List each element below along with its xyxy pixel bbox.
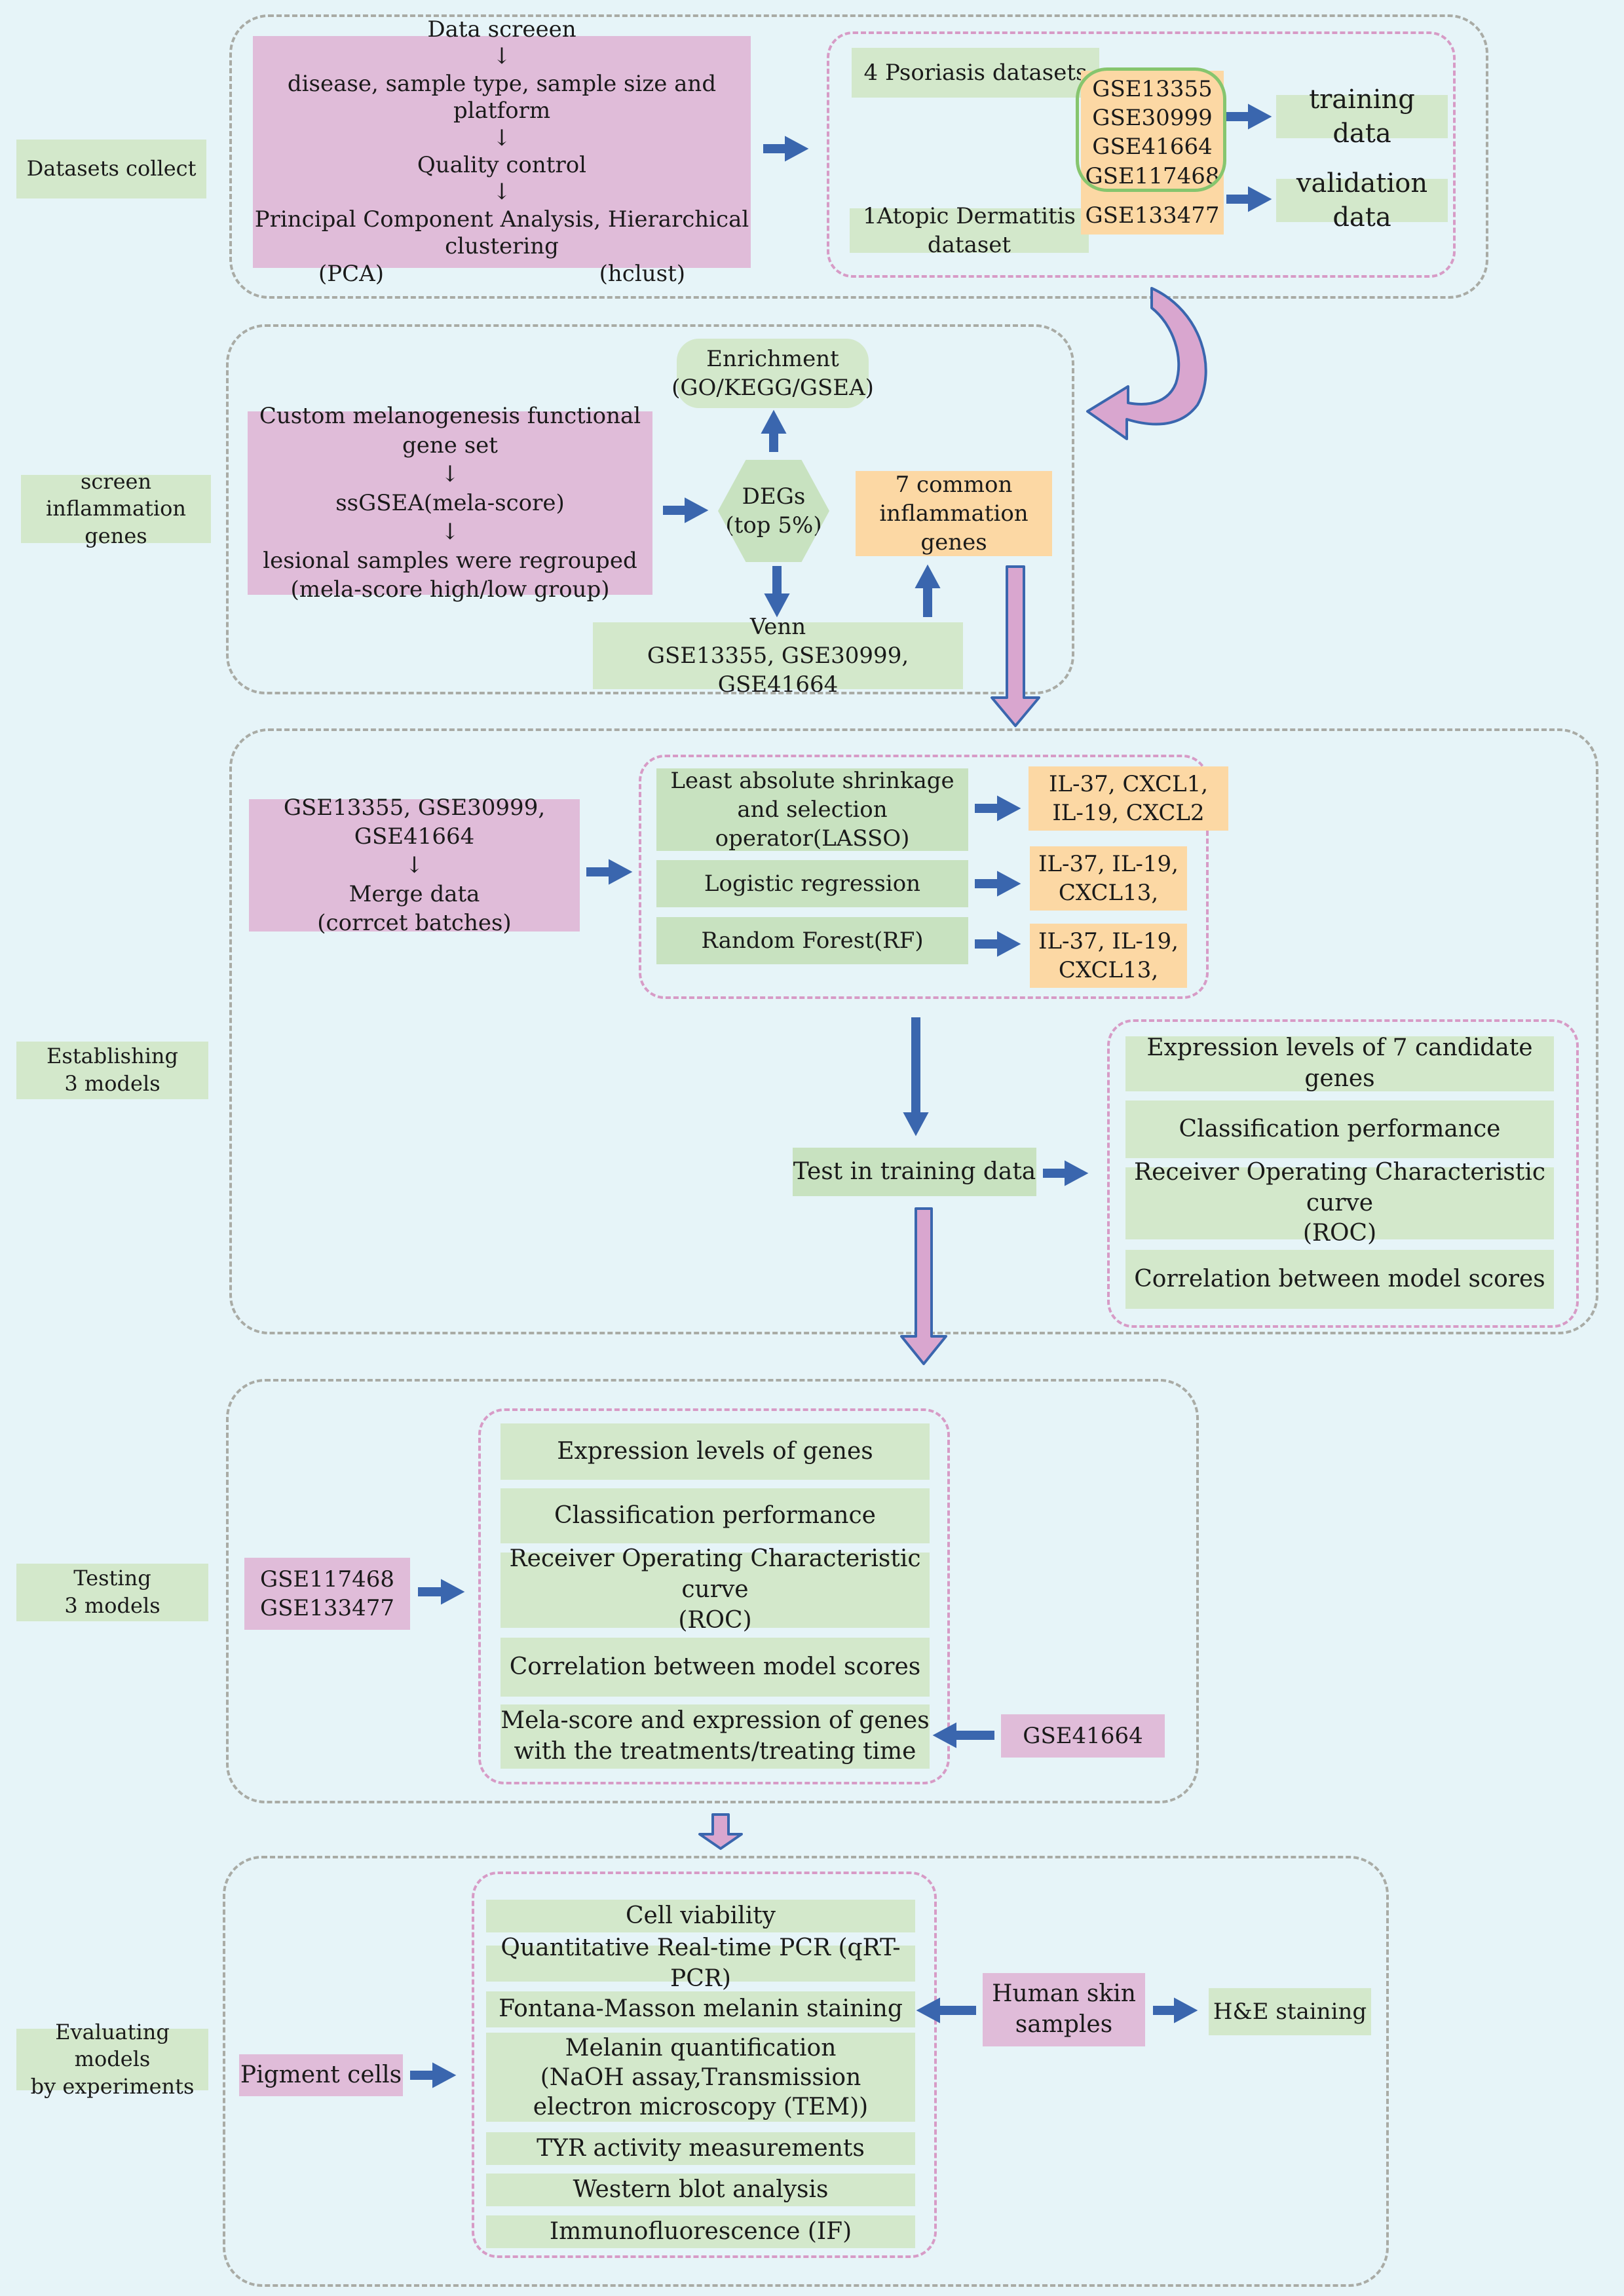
dataset-gse133477: GSE133477 [1081, 197, 1224, 235]
training-result-expression: Expression levels of 7 candidate genes [1125, 1034, 1554, 1092]
training-result-roc: Receiver Operating Characteristic curve(… [1125, 1159, 1554, 1247]
experiment-qrt-pcr: Quantitative Real-time PCR (qRT-PCR) [486, 1934, 915, 1992]
section5-container [223, 1856, 1389, 2287]
training-result-correlation: Correlation between model scores [1125, 1250, 1554, 1309]
testing-result-roc: Receiver Operating Characteristic curve(… [500, 1545, 930, 1634]
enrichment-analysis: Enrichment(GO/KEGG/GSEA) [671, 339, 874, 408]
dataset-gse30999: GSE30999 [1092, 105, 1213, 132]
dataset-gse41664: GSE41664 [1092, 134, 1213, 160]
section3-container [229, 728, 1598, 1334]
merge-data-box: GSE13355, GSE30999, GSE41664 ↓ Merge dat… [249, 795, 580, 936]
testing-result-correlation: Correlation between model scores [500, 1638, 930, 1697]
training-datasets-highlight [1076, 67, 1226, 192]
experiment-melanin-quantification: Melanin quantification(NaOH assay,Transm… [486, 2033, 915, 2122]
arrow-section2-to-section3 [991, 565, 1040, 727]
lasso-genes: IL-37, CXCL1,IL-19, CXCL2 [1029, 766, 1228, 831]
arrow-section3-to-section4 [900, 1207, 947, 1365]
pigment-cells: Pigment cells [239, 2054, 403, 2096]
gse41664-input: GSE41664 [1001, 1714, 1165, 1758]
atopic-dataset-label: 1Atopic Dermatitis dataset [850, 203, 1089, 258]
he-staining: H&E staining [1209, 1988, 1371, 2035]
testing-result-expression: Expression levels of genes [500, 1423, 930, 1480]
testing-result-classification: Classification performance [500, 1488, 930, 1543]
section2-container [226, 324, 1074, 694]
training-data-label: training data [1276, 85, 1448, 149]
section1-container [229, 14, 1488, 299]
melanogenesis-gene-set: Custom melanogenesis functional gene set… [248, 403, 652, 603]
experiments-container [472, 1872, 937, 2258]
arrow-section4-to-section5 [698, 1813, 743, 1850]
logistic-regression-model: Logistic regression [656, 860, 968, 907]
dataset-gse13355: GSE13355 [1092, 76, 1213, 102]
experiment-tyr-activity: TYR activity measurements [486, 2132, 915, 2165]
dataset-group-container [827, 31, 1456, 278]
rf-genes: IL-37, IL-19,CXCL13, [1030, 924, 1187, 988]
validation-data-label: validation data [1276, 168, 1448, 233]
testing-results-container [478, 1408, 950, 1784]
arrow-curved-section1-to-section2 [1086, 287, 1207, 440]
psoriasis-datasets-label: 4 Psoriasis datasets [852, 48, 1099, 98]
experiment-western-blot: Western blot analysis [486, 2174, 915, 2206]
section1-label: Datasets collect [16, 140, 206, 198]
experiment-cell-viability: Cell viability [486, 1900, 915, 1932]
models-group-container [639, 755, 1209, 999]
experiment-fontana-masson: Fontana-Masson melanin staining [486, 1991, 915, 2027]
training-results-container [1107, 1019, 1579, 1328]
section4-container [226, 1379, 1199, 1803]
training-result-classification: Classification performance [1125, 1101, 1554, 1158]
test-in-training-data: Test in training data [793, 1148, 1036, 1196]
data-screening-pipeline: Data screeen ↓ disease, sample type, sam… [253, 16, 751, 287]
logistic-genes: IL-37, IL-19,CXCL13, [1030, 846, 1187, 911]
experiment-immunofluorescence: Immunofluorescence (IF) [486, 2215, 915, 2248]
random-forest-model: Random Forest(RF) [656, 917, 968, 964]
degs-hexagon: DEGs(top 5%) [718, 460, 829, 562]
